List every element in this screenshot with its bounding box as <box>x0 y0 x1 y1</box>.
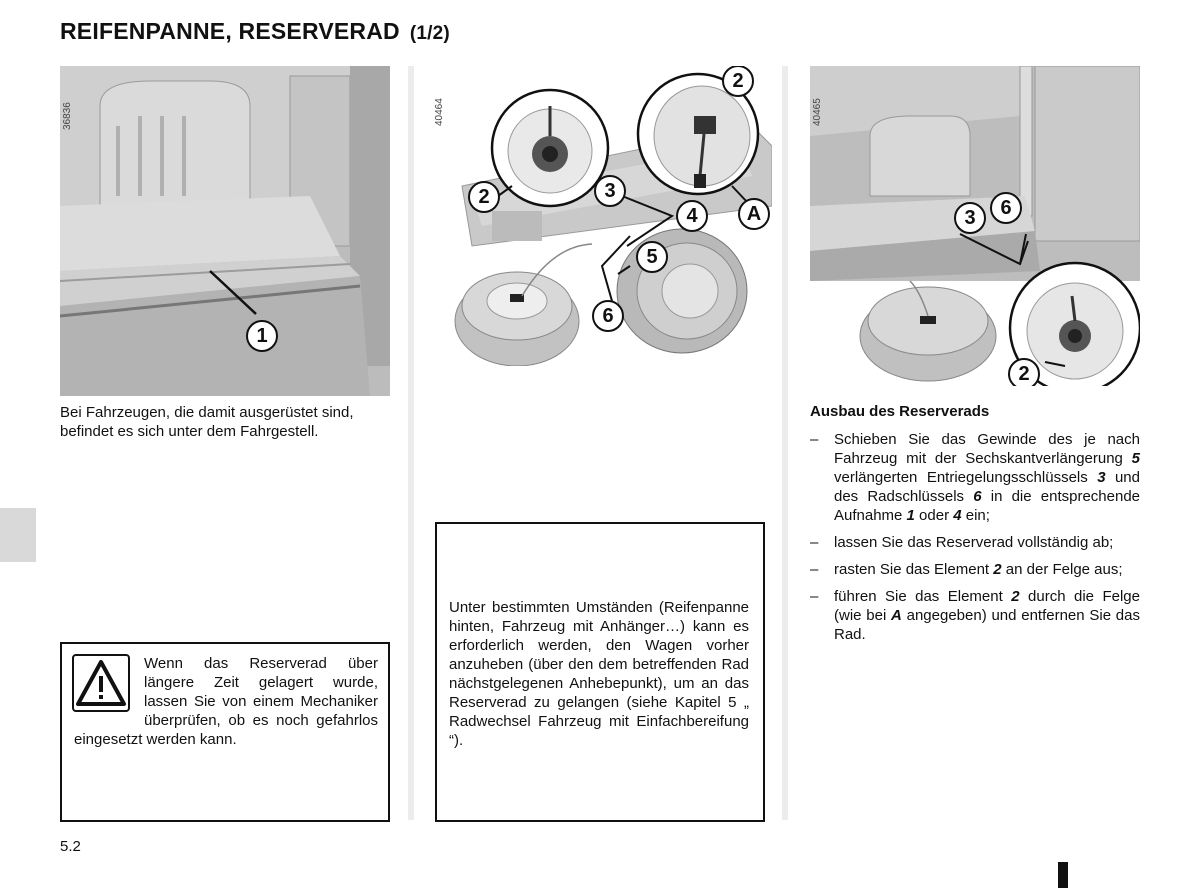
callout-4: 4 <box>676 200 708 232</box>
list-dash: – <box>810 588 819 605</box>
list-dash: – <box>810 431 819 448</box>
callout-5: 5 <box>636 241 668 273</box>
figure-rear-view: 40465 3 6 2 <box>810 66 1140 386</box>
edge-marker <box>1058 862 1068 888</box>
list-dash: – <box>810 561 819 578</box>
callout-2: 2 <box>1008 358 1040 386</box>
callout-3: 3 <box>954 202 986 234</box>
note-box: Unter bestimmten Umständen (Reifenpanne … <box>435 522 765 822</box>
callout-3: 3 <box>594 175 626 207</box>
callout-A: A <box>738 198 770 230</box>
note-text: Unter bestimmten Umständen (Reifenpanne … <box>449 599 749 749</box>
callout-6: 6 <box>592 300 624 332</box>
page-title: REIFENPANNE, RESERVERAD (1/2) <box>60 18 450 45</box>
list-item: – lassen Sie das Reserverad vollständig … <box>810 534 1114 551</box>
figure-cargo-area: 36836 1 <box>60 66 390 396</box>
callout-6: 6 <box>990 192 1022 224</box>
page-number: 5.2 <box>60 838 81 855</box>
list-dash: – <box>810 534 819 551</box>
steps-list: – Schieben Sie das Gewinde des je nach F… <box>810 430 1140 652</box>
callout-2: 2 <box>722 66 754 97</box>
callout-2: 2 <box>468 181 500 213</box>
list-item: – führen Sie das Element 2 durch die Fel… <box>810 588 1140 643</box>
list-item: – Schieben Sie das Gewinde des je nach F… <box>810 431 1141 524</box>
chapter-tab <box>0 508 36 562</box>
figure-ref: 36836 <box>62 102 73 130</box>
warning-triangle-icon <box>72 654 130 712</box>
left-caption: Bei Fahrzeugen, die damit ausgerüstet si… <box>60 404 354 440</box>
section-heading: Ausbau des Reserverads <box>810 403 990 420</box>
title-part: (1/2) <box>409 23 450 44</box>
column-divider <box>408 66 414 820</box>
figure-ref: 40465 <box>812 98 823 126</box>
title-text: REIFENPANNE, RESERVERAD <box>60 18 400 44</box>
figure-ref: 40464 <box>434 98 445 126</box>
callout-1: 1 <box>246 320 278 352</box>
column-divider <box>782 66 788 820</box>
list-item: – rasten Sie das Element 2 an der Felge … <box>810 561 1123 578</box>
warning-text: Wenn das Reserverad über längere Zeit ge… <box>74 655 378 748</box>
warning-box: Wenn das Reserverad über längere Zeit ge… <box>60 642 390 822</box>
figure-spare-wheel-chassis: 40464 2 2 3 4 A 5 6 <box>432 66 772 366</box>
